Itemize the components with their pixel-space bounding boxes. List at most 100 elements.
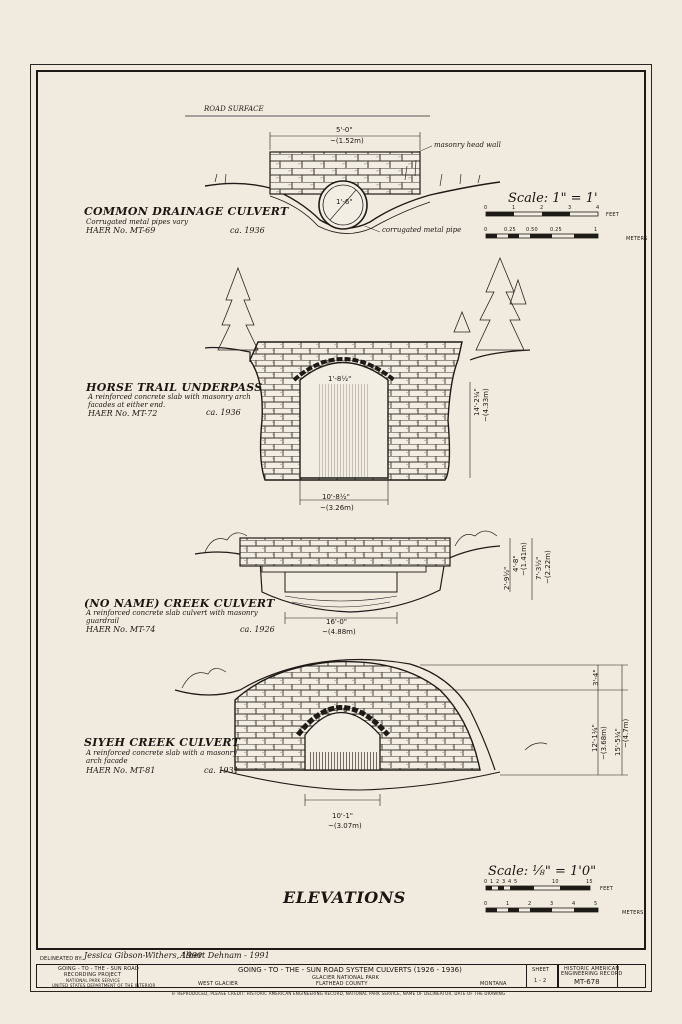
scale-2-meters: METERS bbox=[622, 910, 644, 916]
scale-1-m-0: 0 bbox=[484, 227, 488, 233]
no-name-dim-b-metric: ~(1.41m) bbox=[520, 542, 528, 576]
drainage-culvert-title: COMMON DRAINAGE CULVERT bbox=[84, 205, 289, 218]
no-name-creek-culvert-drawing bbox=[194, 530, 533, 624]
corrugated-pipe-note: corrugated metal pipe bbox=[382, 226, 462, 234]
no-name-haer: HAER No. MT-74 bbox=[86, 625, 156, 634]
scale-2-ft-3: 3 bbox=[502, 879, 506, 885]
record-name-2: ENGINEERING RECORD bbox=[561, 971, 623, 977]
scale-2-m-2: 2 bbox=[528, 901, 532, 907]
scale-2-ft-15: 15 bbox=[586, 879, 593, 885]
agency-2: UNITED STATES DEPARTMENT OF THE INTERIOR bbox=[52, 983, 156, 988]
underpass-width-metric: ~(3.26m) bbox=[320, 504, 354, 512]
no-name-desc-2: guardrail bbox=[86, 617, 119, 625]
siyeh-top-dim: 3'-4" bbox=[592, 669, 600, 686]
underpass-top-dim: 1'-8½" bbox=[328, 375, 352, 383]
scale-2-m-0: 0 bbox=[484, 901, 488, 907]
delineated-label: DELINEATED BY: bbox=[40, 956, 83, 962]
drainage-width-dim: 5'-0" bbox=[336, 126, 353, 134]
underpass-desc-2: facades at either end. bbox=[88, 401, 166, 409]
no-name-title: (NO NAME) CREEK CULVERT bbox=[84, 597, 275, 610]
no-name-width-metric: ~(4.88m) bbox=[322, 628, 356, 636]
title-block-west-glacier: WEST GLACIER bbox=[198, 981, 239, 987]
siyeh-rise-dim: 4'-6" bbox=[334, 706, 351, 714]
siyeh-width-metric: ~(3.07m) bbox=[328, 822, 362, 830]
siyeh-haer: HAER No. MT-81 bbox=[86, 766, 156, 775]
sheet-number: 1 - 2 bbox=[534, 978, 547, 984]
project-name-1: GOING - TO - THE - SUN ROAD bbox=[58, 966, 139, 972]
title-block-left bbox=[36, 964, 138, 988]
sheet-label: SHEET bbox=[532, 967, 550, 973]
sheet-inner-border bbox=[36, 70, 646, 950]
siyeh-desc-1: A reinforced concrete slab with a masonr… bbox=[86, 749, 237, 757]
scale-1-ft-0: 0 bbox=[484, 205, 488, 211]
no-name-width-dim: 16'-0" bbox=[326, 618, 348, 626]
agency-1: NATIONAL PARK SERVICE bbox=[66, 978, 121, 983]
scale-1-m-1: 0.25 bbox=[504, 227, 516, 233]
scale-bar-1 bbox=[485, 211, 599, 239]
delineator-2: Albert Dehnam - 1991 bbox=[180, 951, 270, 960]
scale-2-m-3: 3 bbox=[550, 901, 554, 907]
title-block-record bbox=[558, 964, 618, 988]
project-name-2: RECORDING PROJECT bbox=[64, 972, 122, 978]
title-block-park: GLACIER NATIONAL PARK bbox=[312, 975, 380, 981]
scale-1-ft-1: 1 bbox=[512, 205, 516, 211]
scale-1-label: Scale: 1" = 1' bbox=[508, 191, 598, 206]
drainage-culvert-date: ca. 1936 bbox=[230, 226, 265, 235]
siyeh-width-dim: 10'-1" bbox=[332, 812, 354, 820]
scale-2-m-1: 1 bbox=[506, 901, 510, 907]
scale-1-ft-3: 3 bbox=[568, 205, 572, 211]
underpass-width-dim: 10'-8½" bbox=[322, 493, 350, 501]
scale-1-ft-2: 2 bbox=[540, 205, 544, 211]
no-name-dim-b: 4'-8" bbox=[512, 555, 520, 572]
siyeh-date: ca. 1931 bbox=[204, 766, 239, 775]
underpass-desc-1: A reinforced concrete slab with masonry … bbox=[88, 393, 251, 401]
scale-bar-2 bbox=[485, 885, 599, 913]
sheet-outer-border bbox=[30, 64, 652, 992]
scale-1-ft-4: 4 bbox=[596, 205, 600, 211]
siyeh-mid-metric: ~(3.68m) bbox=[600, 726, 608, 760]
siyeh-title: SIYEH CREEK CULVERT bbox=[84, 736, 241, 749]
record-number: MT-678 bbox=[574, 978, 600, 986]
drainage-culvert-drawing bbox=[185, 115, 501, 234]
drainage-culvert-desc: Corrugated metal pipes vary bbox=[86, 218, 188, 226]
title-block-main: GOING - TO - THE - SUN ROAD SYSTEM CULVE… bbox=[238, 966, 462, 974]
scale-1-meters: METERS bbox=[626, 236, 648, 242]
drainage-diameter-dim: 1'-6" bbox=[336, 198, 353, 206]
scale-1-m-3: 0.25 bbox=[550, 227, 562, 233]
underpass-date: ca. 1936 bbox=[206, 408, 241, 417]
underpass-title: HORSE TRAIL UNDERPASS bbox=[86, 381, 263, 394]
scale-2-ft-4: 4 bbox=[508, 879, 512, 885]
scale-1-m-2: 0.50 bbox=[526, 227, 538, 233]
siyeh-total-metric: ~(4.7m) bbox=[622, 718, 630, 748]
record-name-1: HISTORIC AMERICAN bbox=[564, 966, 620, 972]
scale-2-ft-1: 1 bbox=[490, 879, 494, 885]
siyeh-desc-2: arch facade bbox=[86, 757, 128, 765]
siyeh-creek-culvert-drawing bbox=[174, 658, 628, 806]
no-name-dim-c-metric: ~(2.22m) bbox=[544, 550, 552, 584]
drainage-width-metric: ~(1.52m) bbox=[330, 137, 364, 145]
underpass-haer: HAER No. MT-72 bbox=[88, 409, 158, 418]
scale-2-ft-0: 0 bbox=[484, 879, 488, 885]
scale-2-label: Scale: ⅛" = 1'0" bbox=[488, 864, 597, 879]
road-surface-label: ROAD SURFACE bbox=[204, 105, 264, 113]
horse-trail-underpass-drawing bbox=[204, 256, 531, 505]
no-name-dim-a: 2'-9½" bbox=[503, 566, 511, 590]
underpass-height-metric: ~(4.33m) bbox=[482, 388, 490, 422]
scale-2-m-5: 5 bbox=[594, 901, 598, 907]
scale-2-ft-2: 2 bbox=[496, 879, 500, 885]
scale-2-ft-10: 10 bbox=[552, 879, 559, 885]
scale-1-feet: FEET bbox=[606, 212, 620, 218]
no-name-dim-c: 7'-3½" bbox=[535, 556, 543, 580]
title-block-county: FLATHEAD COUNTY bbox=[316, 981, 368, 987]
siyeh-mid-dim: 12'-1¼" bbox=[591, 724, 599, 752]
underpass-height-dim: 14'-2¼" bbox=[473, 388, 481, 416]
no-name-desc-1: A reinforced concrete slab culvert with … bbox=[86, 609, 258, 617]
reproduction-credit: IF REPRODUCED, PLEASE CREDIT: HISTORIC A… bbox=[172, 991, 506, 996]
title-block-sheet bbox=[526, 964, 558, 988]
scale-2-m-4: 4 bbox=[572, 901, 576, 907]
delineator-1: Jessica Gibson-Withers, 1990 bbox=[84, 951, 203, 960]
sheet-title: ELEVATIONS bbox=[283, 888, 406, 907]
no-name-date: ca. 1926 bbox=[240, 625, 275, 634]
